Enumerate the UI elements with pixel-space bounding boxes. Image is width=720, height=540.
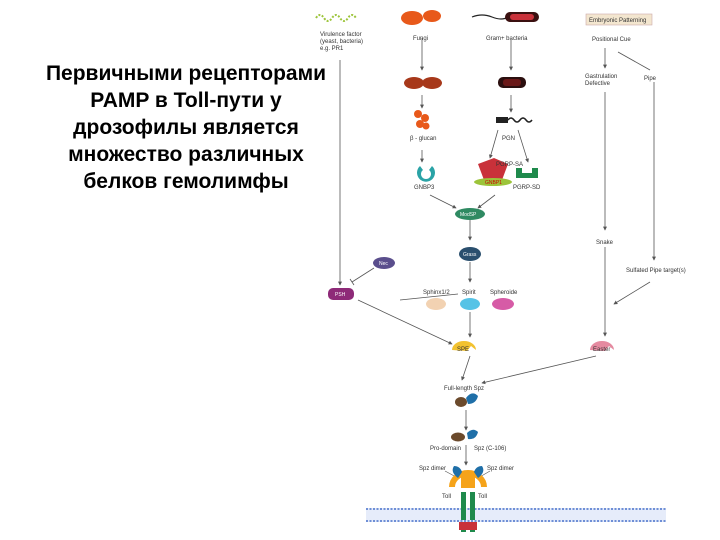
spz-dimer-icon: [474, 466, 484, 478]
embryonic-patterning: Embryonic Patterning Positional Cue: [585, 13, 653, 43]
spirit-label: Spirit: [462, 290, 476, 296]
pgn: PGN: [496, 117, 533, 142]
nec-icon: [373, 257, 395, 269]
beta-glucan: β - glucan: [410, 110, 436, 142]
sphinx-icon: [426, 298, 446, 310]
gnbp1-label: GNBP1: [485, 180, 502, 186]
gnbp3-icon: [417, 166, 436, 182]
pro-domain-icon: [455, 397, 467, 407]
spz-c106-icon: [467, 429, 478, 440]
spz-dimer-label-left: Spz dimer: [419, 466, 446, 472]
gram-bacteria: Gram+ bacteria: [471, 12, 539, 42]
fungi-label: Fungi: [413, 36, 428, 42]
pgn-icon: [496, 117, 508, 123]
gnbp1-icon: [474, 178, 512, 186]
bacterial-debris: [498, 77, 526, 88]
cell-membrane: [366, 508, 666, 522]
full-spz: [455, 393, 478, 407]
pro-domain-label: Pro-domain: [430, 446, 461, 452]
positional-cue-label: Positional Cue: [592, 37, 631, 43]
psh-icon: [328, 288, 354, 300]
spirit: Spirit: [460, 290, 480, 310]
spz-dimer-icon: [452, 466, 462, 478]
easter-label: Easter: [593, 347, 610, 353]
easter-icon: [590, 341, 614, 351]
modsp-label: ModSP: [460, 212, 477, 218]
modsp: ModSP: [455, 208, 485, 220]
toll-label-left: Toll: [442, 494, 451, 500]
nec-label: Nec: [379, 261, 388, 267]
nec: Nec: [373, 257, 395, 269]
spz-dimer-label-right: Spz dimer: [487, 466, 514, 472]
virulence-factor-icon: [315, 14, 357, 22]
pgrp-sd-icon: [516, 168, 538, 178]
psh-label: PSH: [335, 292, 346, 298]
virulence-factor-label-1: Virulence factor: [320, 32, 362, 38]
virulence-factor-label-3: e.g. PR1: [320, 46, 344, 52]
gnbp3: GNBP3: [414, 166, 435, 191]
fungi: Fungi: [401, 10, 441, 42]
fungi-fragment-icon: [422, 77, 442, 89]
pgrp-sa-icon: [478, 158, 508, 180]
psh: PSH: [328, 288, 354, 300]
sphinx-label: Sphinx1/2: [423, 290, 450, 296]
embryonic-patterning-label: Embryonic Patterning: [589, 18, 646, 24]
sulfated-pipe-label: Sulfated Pipe target(s): [626, 268, 686, 274]
toll-ectodomain-icon: [449, 470, 487, 488]
snake-label: Snake: [596, 240, 614, 246]
spheroide-icon: [492, 298, 514, 310]
slide-title: Первичными рецепторами PAMP в Toll-пути …: [45, 62, 327, 193]
toll-label-right: Toll: [478, 494, 487, 500]
sphinx: Sphinx1/2: [423, 290, 450, 310]
easter: Easter: [590, 341, 614, 353]
pgrp-sd-label: PGRP-SD: [513, 185, 541, 191]
arrows: [338, 38, 656, 466]
spz-icon: [466, 393, 478, 404]
cleaved-spz: Pro-domain Spz (C-106): [430, 429, 506, 452]
spe-icon: [452, 341, 476, 351]
fungi-cell-icon: [423, 10, 441, 22]
full-spz-label: Full-length Spz: [444, 386, 484, 392]
fungal-debris: [404, 77, 442, 89]
embryonic-patterning-box: [585, 13, 653, 26]
modsp-icon: [455, 208, 485, 220]
fungi-cell-icon: [401, 11, 423, 25]
gastrulation-label-1: Gastrulation: [585, 74, 617, 80]
pgrp-sa-label: PGRP-SA: [496, 162, 523, 168]
fungi-fragment-icon: [404, 77, 424, 89]
beta-glucan-label: β - glucan: [410, 136, 436, 142]
spe: SPE: [452, 341, 476, 353]
gnbp3-label: GNBP3: [414, 185, 435, 191]
gnbp1-pgrp-sa: PGRP-SA GNBP1: [474, 158, 523, 186]
spheroide: Spheroide: [490, 290, 518, 310]
spirit-icon: [460, 298, 480, 310]
pipe-label: Pipe: [644, 76, 657, 82]
gastrulation-label-2: Defective: [585, 81, 611, 87]
grass: Grass: [459, 247, 481, 261]
spheroide-label: Spheroide: [490, 290, 518, 296]
grass-label: Grass: [463, 252, 477, 258]
pro-domain-icon: [451, 432, 465, 442]
virulence-factor: Virulence factor (yeast, bacteria) e.g. …: [315, 14, 363, 52]
grass-icon: [459, 247, 481, 261]
spz-c106-label: Spz (C-106): [474, 446, 506, 452]
flagellum-icon: [471, 14, 509, 20]
spe-label: SPE: [457, 347, 469, 353]
toll-receptor: Toll Toll: [442, 466, 487, 532]
pgn-label: PGN: [502, 136, 515, 142]
gram-bacteria-label: Gram+ bacteria: [486, 36, 528, 42]
virulence-factor-label-2: (yeast, bacteria): [320, 39, 363, 45]
pgrp-sd: PGRP-SD: [513, 168, 541, 191]
